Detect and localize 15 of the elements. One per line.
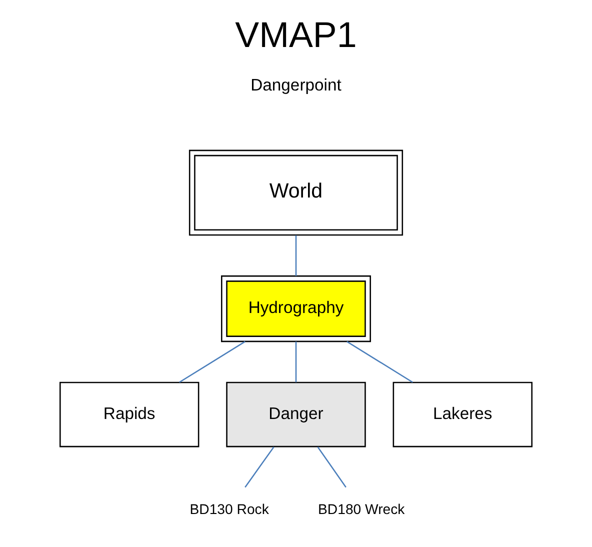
label: Dangerpoint xyxy=(250,76,342,95)
connector xyxy=(317,446,346,488)
connector xyxy=(346,341,413,383)
connector xyxy=(244,446,274,488)
node-box: World xyxy=(188,150,404,236)
node-box: Lakeres xyxy=(392,382,532,448)
connector xyxy=(295,235,297,276)
node-box: Hydrography xyxy=(221,275,371,342)
connector xyxy=(295,342,297,382)
connector xyxy=(179,341,246,383)
node-text: BD130 Rock xyxy=(190,501,269,518)
node-box: Rapids xyxy=(60,382,200,448)
diagram-title: VMAP1 xyxy=(235,15,357,56)
node-text: BD180 Wreck xyxy=(318,501,405,518)
node-box: Danger xyxy=(226,382,366,448)
